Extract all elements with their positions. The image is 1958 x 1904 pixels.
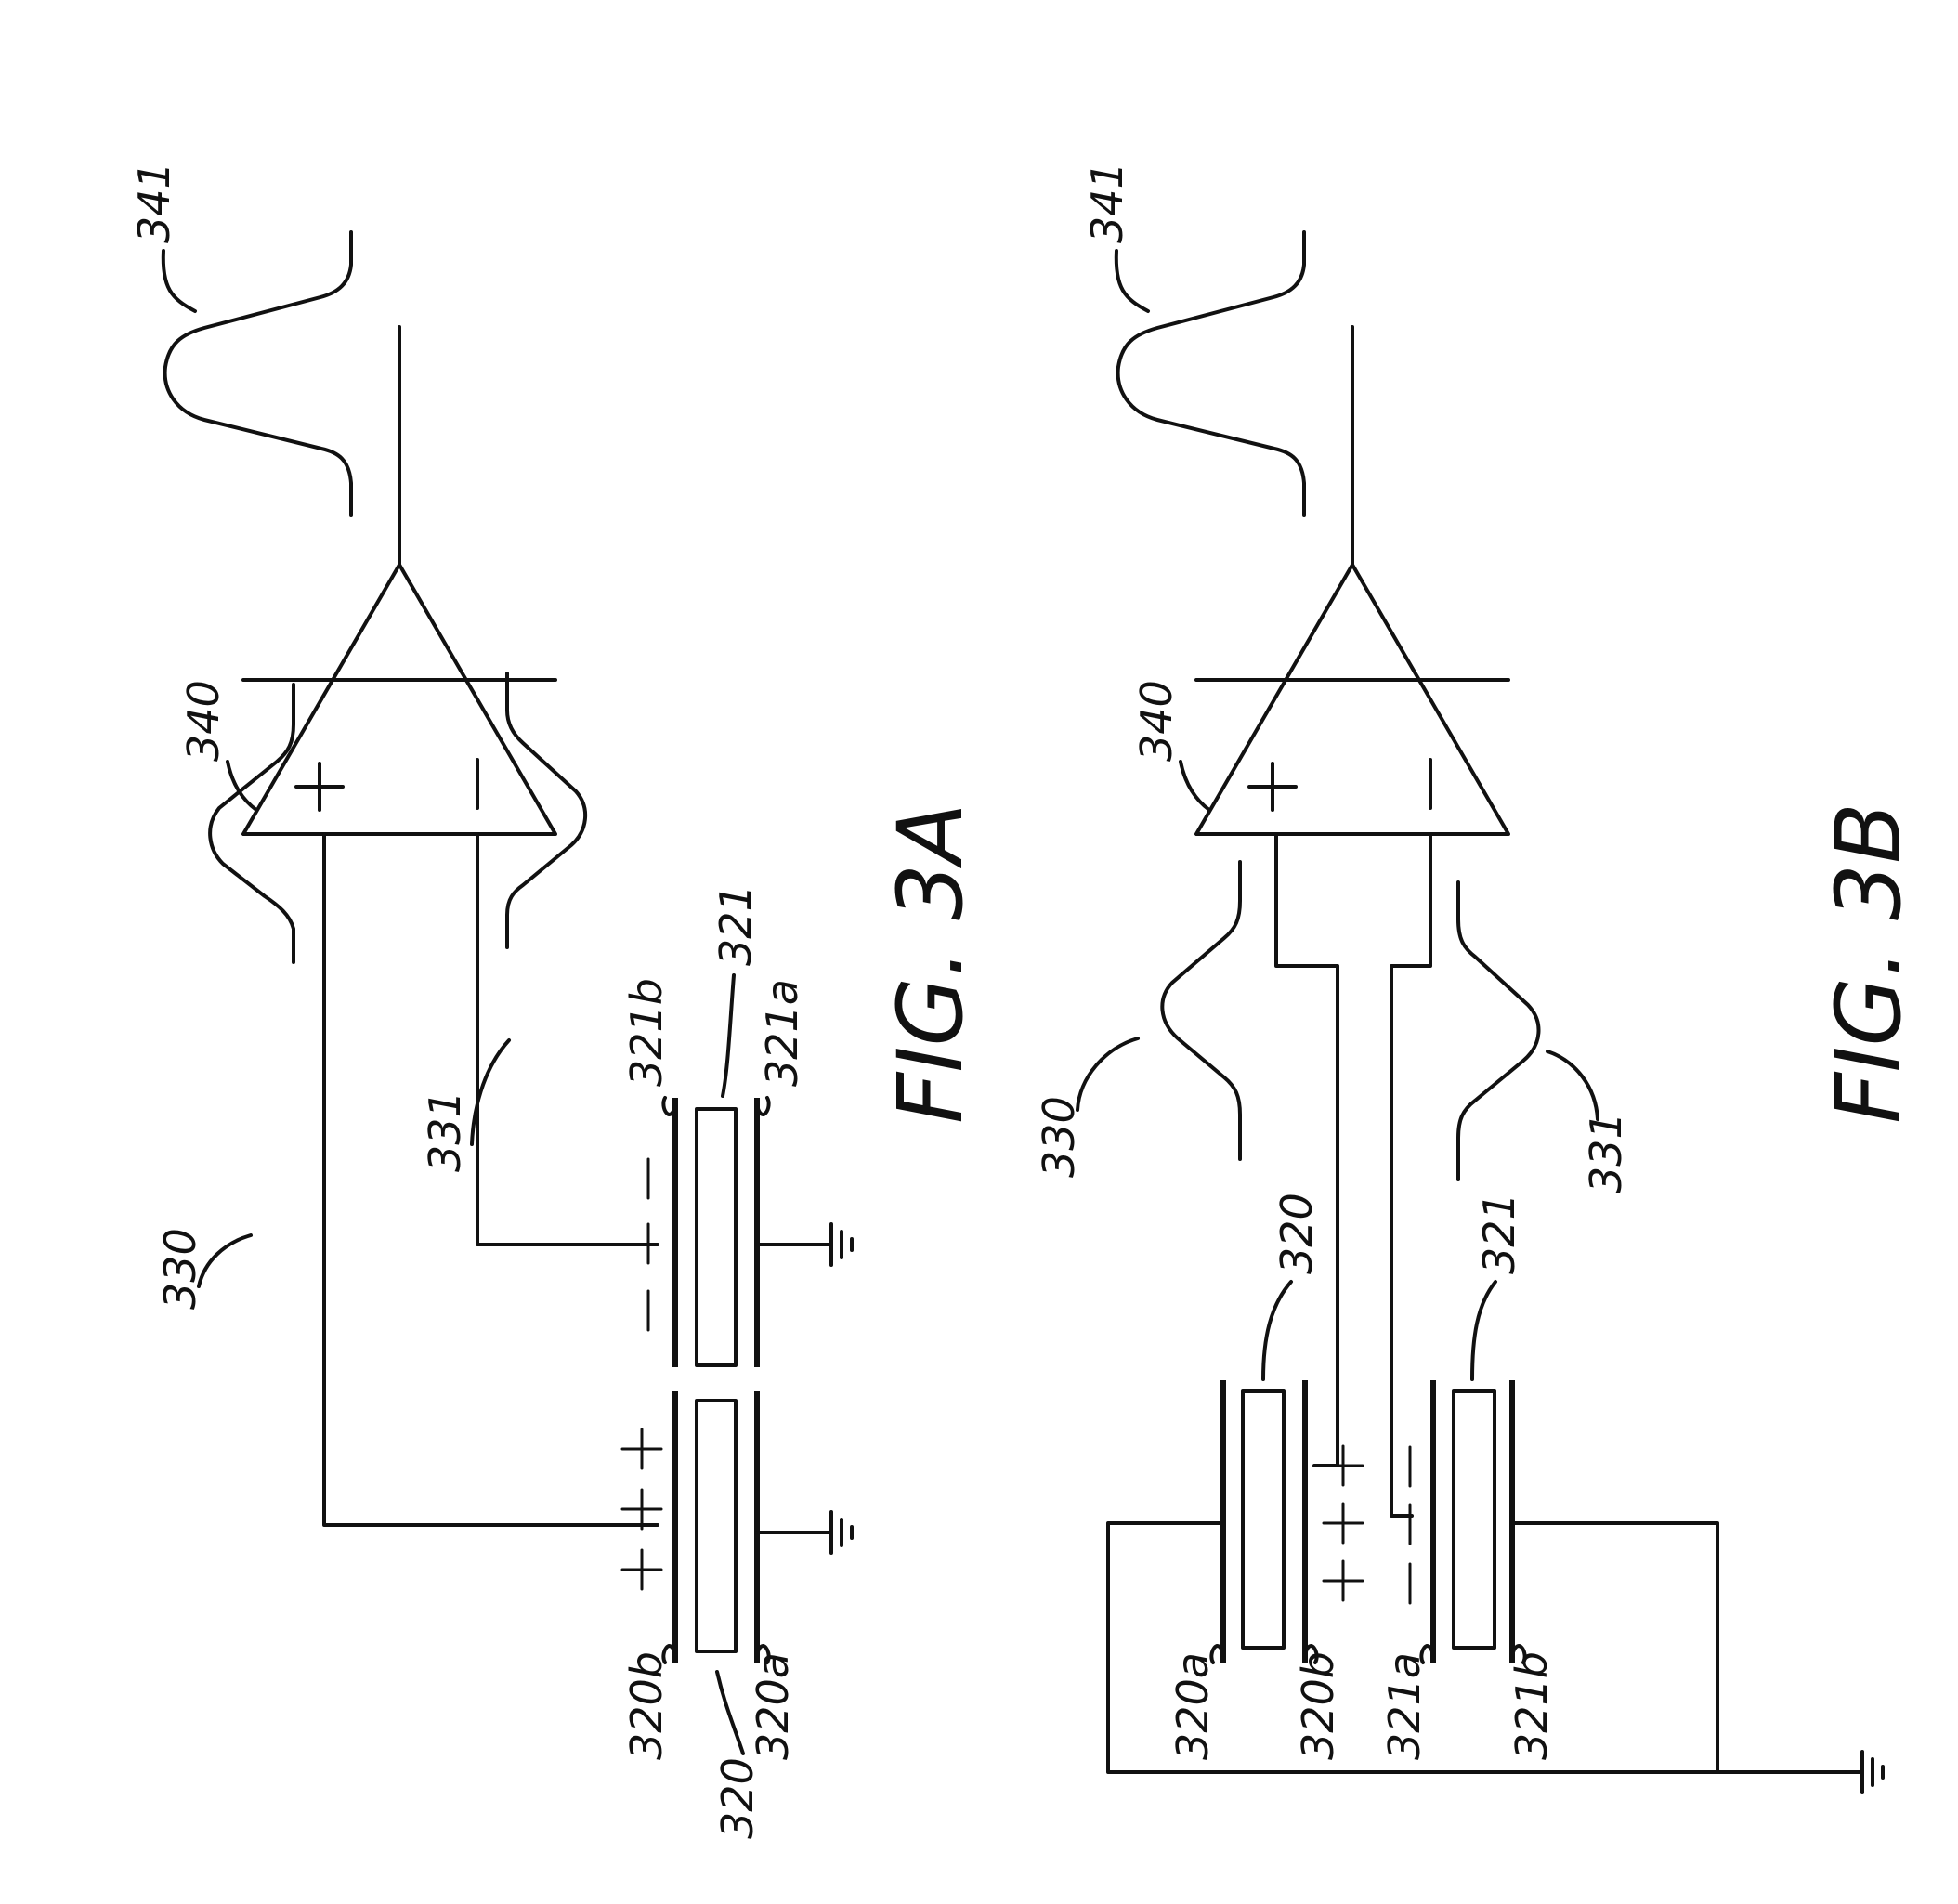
charge-marks-positive-320: [622, 1429, 661, 1589]
leader-320: [717, 1672, 743, 1754]
leader-331: [1547, 1051, 1598, 1119]
label-340: 340: [1131, 680, 1181, 762]
leader-341: [163, 251, 195, 311]
figure-3a: 330 331 341 340 320 321 320b 320a 321b 3…: [129, 162, 983, 1839]
amplifier-plus-terminal-mark: [1249, 763, 1296, 810]
leader-341: [1116, 251, 1148, 311]
label-320b: 320b: [621, 1651, 672, 1760]
transducer-320: [697, 1401, 736, 1651]
transducer-320: [1243, 1391, 1284, 1648]
label-341: 341: [129, 162, 179, 243]
leader-321: [1472, 1282, 1495, 1379]
ground-symbol: [831, 1224, 852, 1265]
label-341: 341: [1082, 162, 1132, 243]
label-330: 330: [1034, 1096, 1084, 1178]
label-321: 321: [1474, 1193, 1524, 1274]
wire-minus-input: [1391, 834, 1430, 1516]
label-320b: 320b: [1293, 1651, 1343, 1760]
leader-330: [1077, 1038, 1138, 1110]
label-321: 321: [711, 884, 761, 966]
wire-plus-input: [1276, 834, 1338, 1466]
pulse-330-waveform: [1162, 862, 1240, 1159]
label-321a: 321a: [757, 979, 807, 1087]
label-321b: 321b: [621, 978, 672, 1087]
amplifier-340-triangle: [1196, 565, 1508, 834]
leader-340: [1181, 762, 1209, 810]
label-320a: 320a: [1168, 1652, 1218, 1760]
leader-340: [228, 762, 256, 810]
amplifier-plus-terminal-mark: [296, 763, 343, 810]
pulse-331-waveform: [507, 673, 585, 947]
pulse-331-waveform: [1458, 882, 1538, 1180]
label-340: 340: [178, 680, 228, 762]
output-341-waveform: [1118, 232, 1304, 515]
label-320: 320: [712, 1757, 763, 1839]
label-320: 320: [1272, 1193, 1322, 1274]
charge-marks-positive-320: [1324, 1446, 1363, 1600]
leader-330: [199, 1235, 251, 1286]
label-320a: 320a: [748, 1652, 798, 1760]
label-321a: 321a: [1379, 1652, 1429, 1760]
wire-plus-input: [324, 834, 658, 1525]
figure-title-3a: FIG. 3A: [879, 802, 983, 1124]
leader-321: [723, 975, 734, 1096]
label-331: 331: [1581, 1112, 1631, 1193]
ground-symbol: [831, 1512, 852, 1553]
figure-3b: 330 331 341 340 320 321 320a 320b 321a 3…: [1034, 162, 1921, 1793]
transducer-321: [1454, 1391, 1495, 1648]
label-321b: 321b: [1507, 1651, 1557, 1760]
transducer-321: [697, 1109, 736, 1365]
label-331: 331: [420, 1090, 470, 1172]
label-330: 330: [155, 1228, 205, 1310]
leader-320: [1263, 1282, 1291, 1379]
ground-symbol: [1847, 1752, 1883, 1793]
figure-title-3b: FIG. 3B: [1817, 802, 1921, 1124]
output-341-waveform: [165, 232, 351, 515]
